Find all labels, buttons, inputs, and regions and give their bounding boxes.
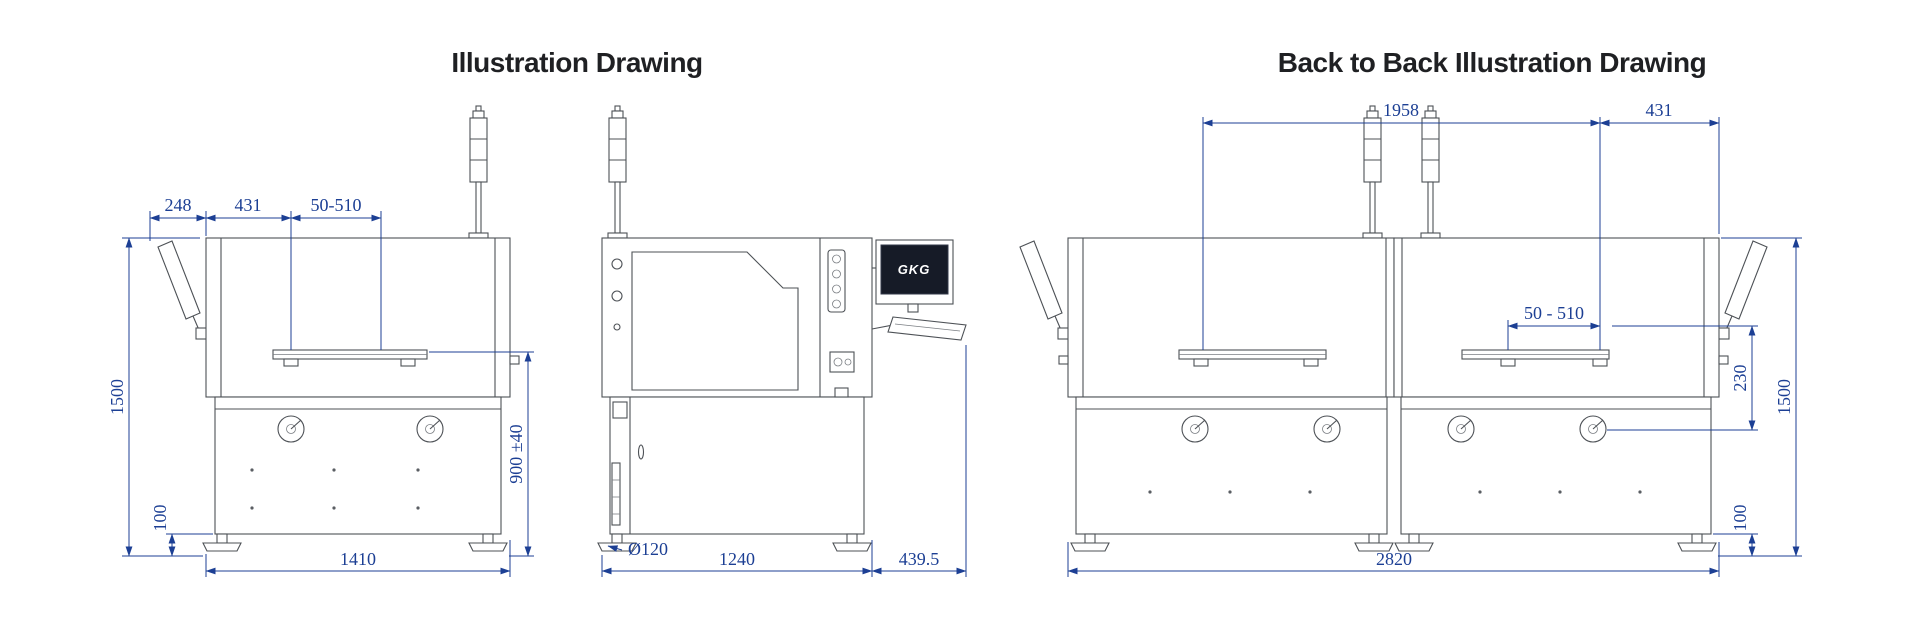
dim-100-label: 100 [1730,505,1750,532]
monitor-brand-logo: GKG [898,262,931,277]
back-to-back-dimensions: 1958 431 50 - 510 230 100 1500 2820 [1067,100,1802,577]
front-hood [205,237,511,398]
conveyor-rail [1461,349,1610,367]
dim-1240-label: 1240 [719,549,755,569]
dim-900-label: 900 ±40 [506,424,526,483]
side-knob [1058,355,1069,365]
dim-1958-label: 1958 [1383,100,1419,120]
signal-tower-icon [468,105,489,239]
linear-rail [611,462,621,526]
front-monitor-icon [1716,240,1768,340]
side-base [609,396,865,535]
dim-439-label: 439.5 [899,549,940,569]
dim-1500-label: 1500 [107,379,127,415]
title-illustration-drawing: Illustration Drawing [451,47,702,78]
leveling-foot-icon [202,533,508,552]
front-monitor-icon [1019,240,1071,340]
dim-1500-label: 1500 [1774,379,1794,415]
leveling-foot-icon [1070,533,1717,552]
dim-2820-label: 2820 [1376,549,1412,569]
side-knob [1718,355,1729,365]
title-back-to-back: Back to Back Illustration Drawing [1278,47,1707,78]
door-handle [637,444,645,460]
front-view-dimensions: 248 431 50-510 1500 100 1410 900 ±40 [107,195,534,577]
signal-tower-icon [1420,105,1441,239]
front-base [214,396,502,535]
dim-50-510-label: 50-510 [311,195,362,215]
fan-knob-icon [277,415,444,443]
signal-tower-icon [1362,105,1383,239]
dim-foot-diameter-label: Ø120 [628,539,668,559]
side-view-dimensions: Ø120 1240 439.5 [601,345,967,577]
keyboard-tray [871,316,967,341]
dim-230-label: 230 [1730,365,1750,392]
dim-50-510-label: 50 - 510 [1524,303,1584,323]
fan-knob-icon [1181,415,1607,443]
dim-431-label: 431 [1646,100,1673,120]
conveyor-rail [272,349,428,367]
front-monitor-icon [157,240,209,340]
signal-tower-icon [607,105,628,239]
hood-window [631,251,799,391]
conveyor-rail [1178,349,1327,367]
left-base [1075,396,1388,535]
back-to-back-machines [1019,105,1768,552]
front-view-machine [157,105,520,552]
dim-431-label: 431 [235,195,262,215]
connector-panel [827,249,846,313]
dim-1410-label: 1410 [340,549,376,569]
left-hood [1067,237,1395,398]
right-base [1400,396,1712,535]
side-knob [509,355,520,365]
dim-248-label: 248 [165,195,192,215]
operator-monitor: GKG [872,239,954,313]
dim-100-label: 100 [150,505,170,532]
side-view-machine: GKG [597,105,967,552]
